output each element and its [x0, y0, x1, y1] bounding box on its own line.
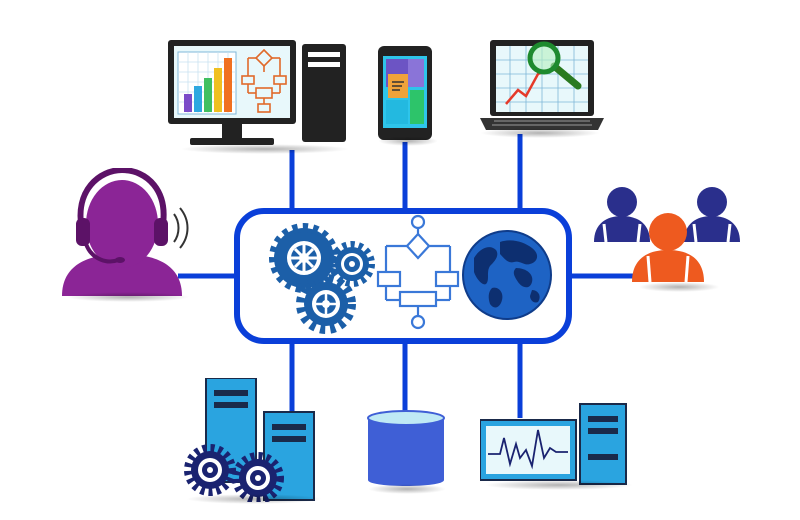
- magnifier-icon: [527, 41, 582, 90]
- database-icon[interactable]: [366, 410, 446, 490]
- bar-chart-icon: [177, 51, 237, 115]
- flowchart-small-icon: [241, 48, 287, 113]
- servers-shadow: [186, 494, 322, 504]
- headset-user-icon[interactable]: [52, 168, 202, 300]
- globe-icon: [462, 230, 552, 320]
- smartphone-icon[interactable]: [378, 46, 434, 142]
- laptop-shadow: [480, 128, 600, 138]
- flowchart-icon: [376, 214, 460, 330]
- agent-shadow: [66, 292, 190, 302]
- desktop-shadow: [180, 144, 350, 154]
- monitor-server-icon[interactable]: [480, 400, 630, 490]
- waveform-line: [488, 429, 568, 470]
- sound-waves-icon: [173, 207, 189, 249]
- smartphone-shadow: [378, 136, 438, 146]
- monitor-server-shadow: [484, 480, 634, 490]
- server-gears-icon[interactable]: [180, 378, 330, 502]
- team-shadow: [638, 282, 720, 292]
- database-shadow: [368, 484, 446, 494]
- user-group-icon[interactable]: [594, 180, 742, 288]
- desktop-computer-icon[interactable]: [168, 38, 354, 152]
- laptop-search-icon[interactable]: [478, 40, 608, 136]
- gears-icon: [269, 223, 375, 334]
